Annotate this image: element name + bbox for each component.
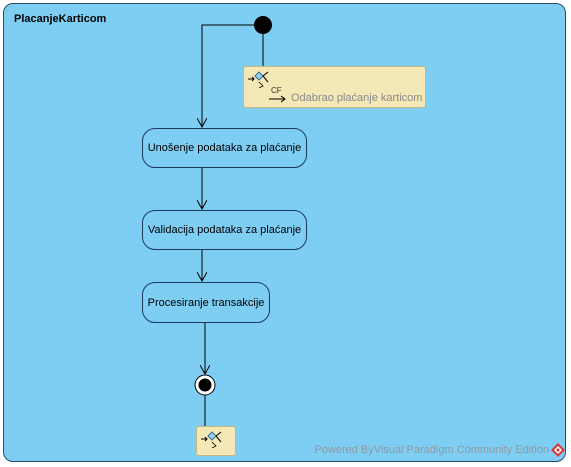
action-procesiranje-transakcije[interactable]: Procesiranje transakcije <box>142 282 270 323</box>
stereotype-arrow-icon <box>269 95 286 103</box>
action-label: Unošenje podataka za plaćanje <box>147 142 302 154</box>
control-flow-icon <box>201 431 222 448</box>
action-label: Validacija podataka za plaćanje <box>147 224 302 236</box>
action-validacija-podataka[interactable]: Validacija podataka za plaćanje <box>142 210 307 250</box>
diagram-title: PlacanjeKarticom <box>14 13 107 25</box>
constraint-note[interactable]: CF Odabrao plaćanje karticom <box>243 66 426 108</box>
action-unosenje-podataka[interactable]: Unošenje podataka za plaćanje <box>142 128 307 168</box>
note-stereotype: CF <box>271 86 282 95</box>
control-flow-icon <box>248 71 269 88</box>
initial-node[interactable] <box>254 16 272 34</box>
control-flow-initial-to-unosenje[interactable] <box>202 24 254 127</box>
note-text: Odabrao plaćanje karticom <box>291 92 423 104</box>
action-label: Procesiranje transakcije <box>147 296 265 309</box>
constraint-note-bottom[interactable] <box>196 426 236 456</box>
final-node-inner <box>198 378 212 392</box>
watermark: Powered BỳVisual Paradigm Community Edi… <box>314 444 549 456</box>
visual-paradigm-logo-icon <box>551 443 565 457</box>
